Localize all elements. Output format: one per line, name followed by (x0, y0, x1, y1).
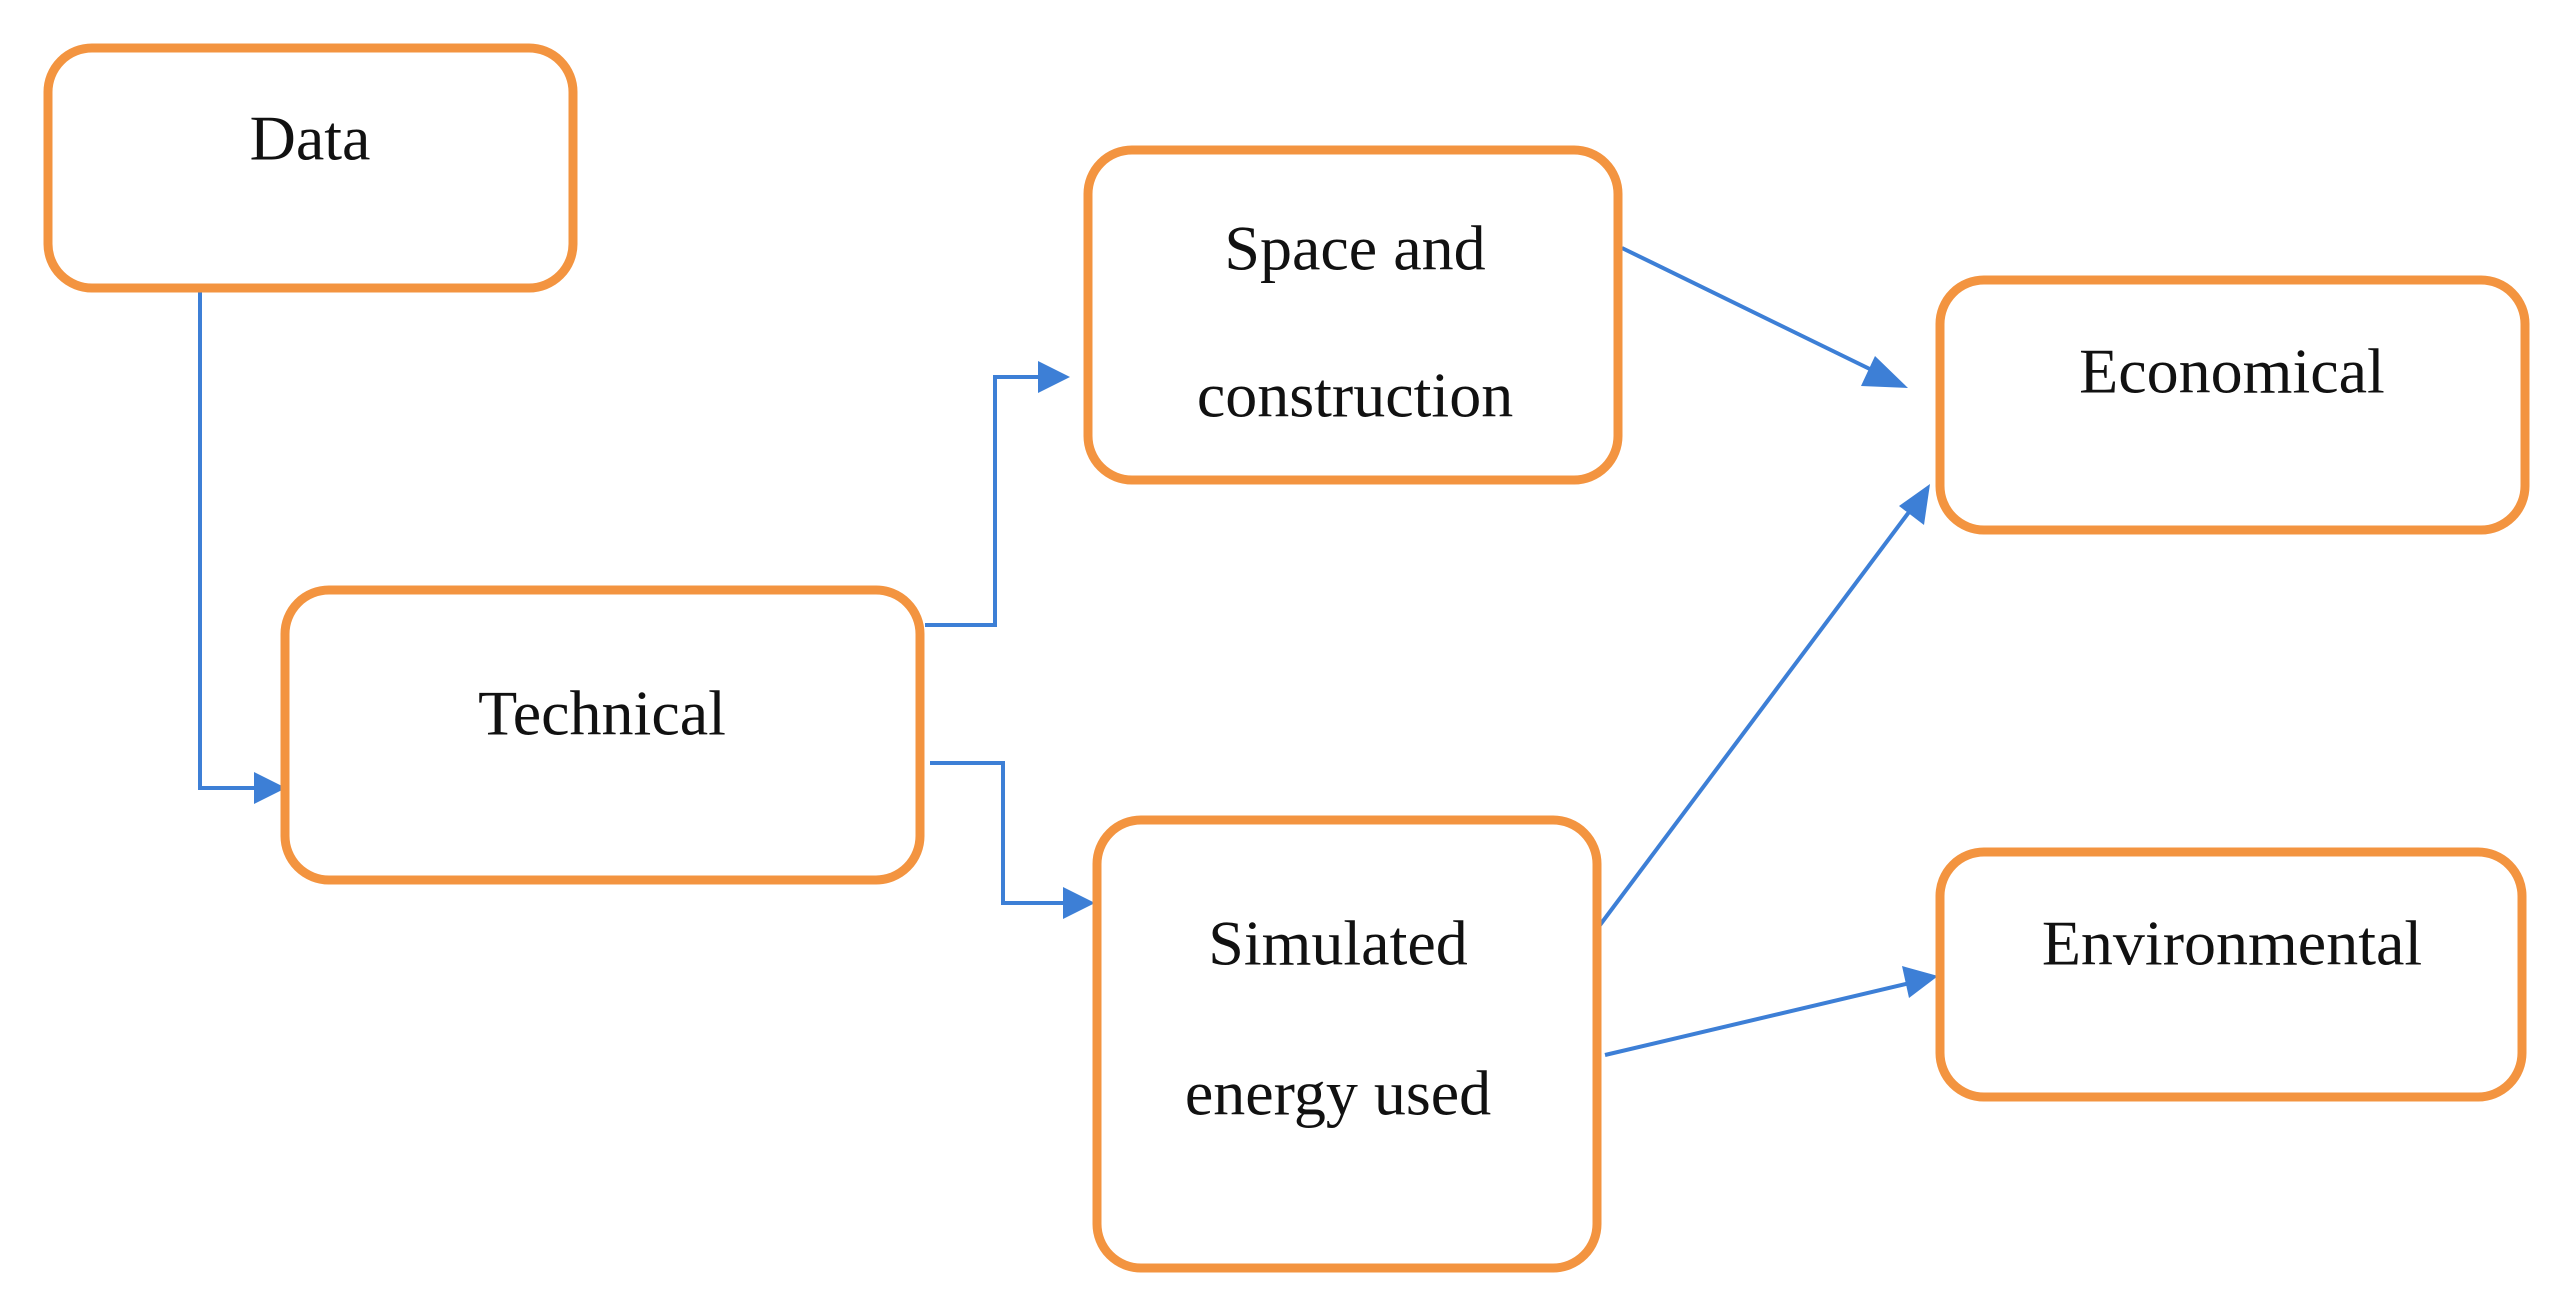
node-data-label: Data (250, 103, 371, 174)
arrowhead-economical-b (1899, 484, 1930, 525)
node-technical: Technical (280, 585, 925, 885)
arrowhead-simulated (1063, 887, 1095, 919)
node-economical: Economical (1935, 275, 2530, 535)
node-space-and-construction: Space and construction (1083, 145, 1623, 485)
node-environmental: Environmental (1935, 847, 2527, 1102)
node-environmental-label: Environmental (2042, 908, 2422, 979)
node-simulated-label-line2: energy used (1185, 1058, 1491, 1129)
arrowhead-technical (254, 772, 286, 804)
node-simulated-label-line1: Simulated (1208, 908, 1468, 979)
edge-technical-to-space (925, 375, 1040, 627)
arrowhead-environmental (1902, 966, 1938, 998)
node-space-label-line2: construction (1197, 360, 1513, 431)
node-space-label-line1: Space and (1224, 213, 1485, 284)
edge-simulated-to-economical (1598, 506, 1914, 927)
edge-data-to-technical (125, 288, 258, 790)
connectors (125, 246, 1938, 1057)
node-data: Data (43, 43, 578, 293)
arrowhead-space (1038, 361, 1070, 393)
node-economical-label: Economical (2079, 336, 2385, 407)
edge-simulated-to-environmental (1604, 981, 1911, 1057)
node-simulated-energy-used: Simulated energy used (1092, 815, 1602, 1273)
edge-space-to-economical (1621, 246, 1881, 376)
node-technical-label: Technical (478, 678, 726, 749)
edge-technical-to-simulated (930, 761, 1065, 905)
arrowhead-economical-a (1861, 356, 1908, 388)
